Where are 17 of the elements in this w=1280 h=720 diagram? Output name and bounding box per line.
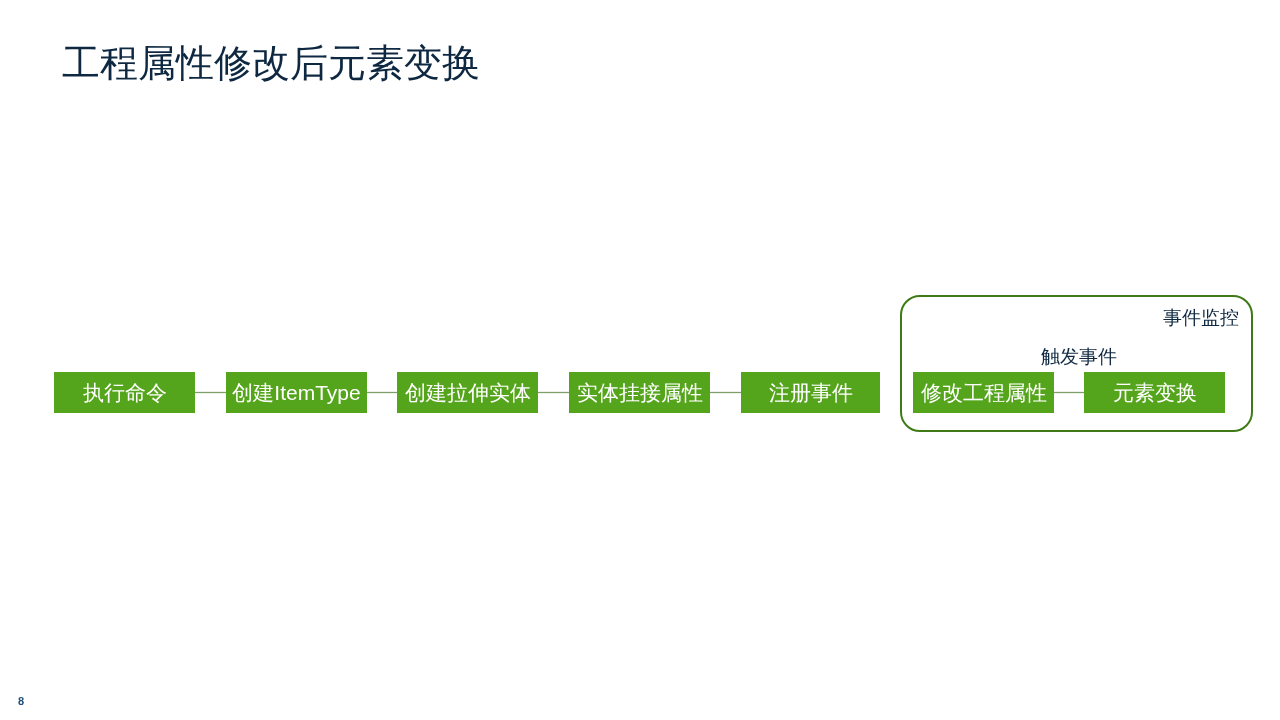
process-box: 创建ItemType <box>226 372 367 413</box>
process-box: 元素变换 <box>1084 372 1225 413</box>
process-box: 注册事件 <box>741 372 880 413</box>
connector-line <box>194 391 227 394</box>
process-box: 修改工程属性 <box>913 372 1054 413</box>
connector-line <box>366 391 398 394</box>
process-box: 创建拉伸实体 <box>397 372 538 413</box>
group-frame <box>900 295 1253 432</box>
connector-line <box>709 391 742 394</box>
process-box: 执行命令 <box>54 372 195 413</box>
connector-line <box>1053 391 1085 394</box>
group-subheading: 触发事件 <box>1040 345 1117 369</box>
connector-line <box>537 391 570 394</box>
group-heading: 事件监控 <box>1163 306 1239 330</box>
process-box: 实体挂接属性 <box>569 372 710 413</box>
page-number: 8 <box>18 695 25 707</box>
slide-title: 工程属性修改后元素变换 <box>62 41 480 86</box>
